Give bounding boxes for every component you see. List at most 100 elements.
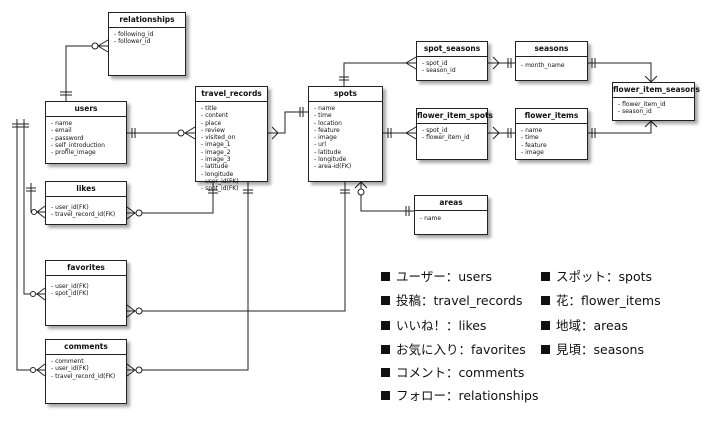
entity-title: flower_items <box>516 109 587 124</box>
entity-field: - spot_id(FK) <box>201 185 239 193</box>
entity-field: - image <box>314 134 337 142</box>
legend-text: いいね！：likes <box>396 318 487 333</box>
entity-flower-items[interactable]: flower_items - name - time - feature - i… <box>515 108 588 160</box>
square-bullet-icon <box>381 368 390 377</box>
legend-item: コメント：comments <box>381 362 524 381</box>
legend-item: 花：flower_items <box>541 290 661 309</box>
entity-travel-records[interactable]: travel_records - title - content - place… <box>195 86 268 192</box>
entity-title: flower_item_spots <box>417 109 493 124</box>
entity-field: - image_2 <box>201 148 231 156</box>
legend-item: フォロー：relationships <box>381 385 539 404</box>
entity-title: comments <box>46 340 126 355</box>
entity-field: - name <box>521 127 543 134</box>
entity-field: - user_id(FK) <box>51 204 89 211</box>
square-bullet-icon <box>381 391 390 400</box>
entity-users[interactable]: users - name - email - password - self_i… <box>45 101 127 164</box>
entity-field: - title <box>201 105 217 112</box>
edge-travel-records-likes <box>127 182 214 214</box>
square-bullet-icon <box>381 272 390 281</box>
legend-item: 投稿：travel_records <box>381 290 522 309</box>
square-bullet-icon <box>541 296 550 305</box>
entity-field: - place <box>201 119 222 127</box>
edge-seasons-flower-item-seasons <box>588 62 652 82</box>
legend-item: お気に入り：favorites <box>381 339 526 358</box>
edge-flower-items-flower-item-seasons <box>588 121 652 134</box>
entity-title: users <box>46 102 126 117</box>
square-bullet-icon <box>381 321 390 330</box>
legend-text: 投稿：travel_records <box>396 293 523 308</box>
entity-field: - comment <box>51 358 84 365</box>
entity-field: - user_id(FK) <box>51 283 89 290</box>
entity-field: - flower_item_id <box>422 134 470 142</box>
entity-favorites[interactable]: favorites - user_id(FK) - spot_id(FK) <box>45 260 127 326</box>
entity-field: - url <box>314 141 327 149</box>
entity-field: - season_id <box>422 67 456 75</box>
square-bullet-icon <box>541 321 550 330</box>
entity-spot-seasons[interactable]: spot_seasons - spot_id - season_id <box>416 41 488 81</box>
legend-text: 地域：areas <box>556 318 628 333</box>
entity-field: - follower_id <box>114 38 151 46</box>
entity-field: - user_id(FK) <box>201 177 239 185</box>
entity-field: - time <box>314 112 332 120</box>
entity-field: - name <box>420 215 442 222</box>
entity-field: - image <box>521 148 544 156</box>
entity-title: relationships <box>109 13 185 28</box>
entity-flower-item-spots[interactable]: flower_item_spots - spot_id - flower_ite… <box>416 108 493 160</box>
entity-field: - content <box>201 112 229 120</box>
entity-field: - longitude <box>314 156 347 164</box>
entity-areas[interactable]: areas - name <box>414 195 488 235</box>
edge-users-favorites <box>23 119 45 295</box>
entity-likes[interactable]: likes - user_id(FK) - travel_record_id(F… <box>45 181 127 225</box>
entity-title: favorites <box>46 261 126 276</box>
entity-field: - image_1 <box>201 141 231 149</box>
edge-spots-travel-records <box>268 111 308 134</box>
square-bullet-icon <box>541 345 550 354</box>
legend-text: スポット：spots <box>556 269 653 284</box>
edge-users-relationships <box>65 45 108 101</box>
entity-title: spot_seasons <box>417 42 487 57</box>
edge-users-comments <box>16 119 45 371</box>
entity-field: - latitude <box>201 163 229 171</box>
legend-text: 見頃：seasons <box>556 342 644 357</box>
legend-item: いいね！：likes <box>381 315 486 334</box>
entity-comments[interactable]: comments - comment - user_id(FK) - trave… <box>45 339 127 404</box>
legend-item: ユーザー：users <box>381 266 492 285</box>
entity-field: - month_name <box>521 62 565 69</box>
entity-field: - spot_id <box>422 60 448 67</box>
entity-field: - user_id(FK) <box>51 365 89 373</box>
entity-field: - review <box>201 126 225 134</box>
entity-field: - feature <box>521 141 547 149</box>
entity-field: - travel_record_id(FK) <box>51 372 116 380</box>
entity-field: - name <box>51 120 73 127</box>
entity-title: flower_item_seasons <box>613 83 700 98</box>
entity-title: spots <box>309 87 382 102</box>
entity-title: travel_records <box>196 87 267 102</box>
entity-field: - latitude <box>314 148 342 156</box>
entity-relationships[interactable]: relationships - following_id - follower_… <box>108 12 186 76</box>
legend-text: お気に入り：favorites <box>396 342 526 357</box>
entity-field: - location <box>314 119 342 127</box>
entity-field: - image_3 <box>201 156 231 164</box>
entity-title: areas <box>415 196 487 211</box>
legend-text: コメント：comments <box>396 365 525 380</box>
entity-field: - travel_record_id(FK) <box>51 211 116 219</box>
legend-item: 地域：areas <box>541 315 628 334</box>
entity-field: - season_id <box>618 108 652 116</box>
legend-text: 花：flower_items <box>556 293 661 308</box>
entity-field: - spot_id(FK) <box>51 290 89 298</box>
square-bullet-icon <box>541 272 550 281</box>
entity-seasons[interactable]: seasons - month_name <box>515 41 588 81</box>
entity-field: - area-id(FK) <box>314 163 352 171</box>
entity-spots[interactable]: spots - name - time - location - feature… <box>308 86 383 182</box>
entity-field: - following_id <box>114 31 154 38</box>
square-bullet-icon <box>381 345 390 354</box>
entity-field: - spot_id <box>422 127 448 134</box>
legend-item: スポット：spots <box>541 266 652 285</box>
entity-field: - visited_on <box>201 134 236 142</box>
entity-title: likes <box>46 182 126 197</box>
edge-spots-spot-seasons <box>343 62 416 86</box>
entity-flower-item-seasons[interactable]: flower_item_seasons - flower_item_id - s… <box>612 82 700 121</box>
entity-field: - email <box>51 127 72 135</box>
edge-travel-records-comments <box>127 182 249 371</box>
